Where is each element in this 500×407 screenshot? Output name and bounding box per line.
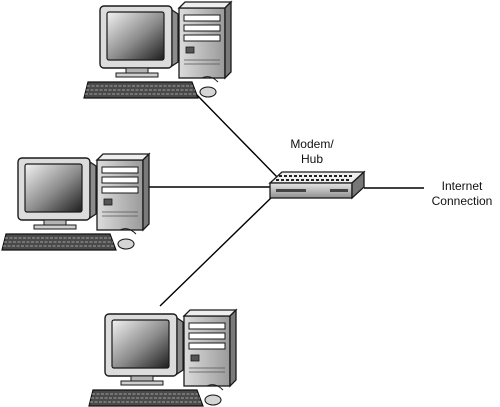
internet-connection-label: Internet Connection (424, 179, 500, 209)
hub-label-line2: Hub (300, 152, 323, 166)
desktop-computer-icon (88, 309, 237, 407)
link-bottom-computer (159, 195, 274, 307)
internet-label-line1: Internet (441, 179, 483, 193)
desktop-computer-icon (1, 153, 150, 251)
connection-lines (132, 93, 424, 307)
hub-label: Modem/ Hub (282, 137, 342, 167)
link-top-computer (195, 93, 279, 179)
hub-label-line1: Modem/ (290, 137, 334, 151)
network-hub-icon (268, 170, 366, 200)
internet-label-line2: Connection (431, 194, 493, 208)
desktop-computer-icon (83, 1, 232, 99)
